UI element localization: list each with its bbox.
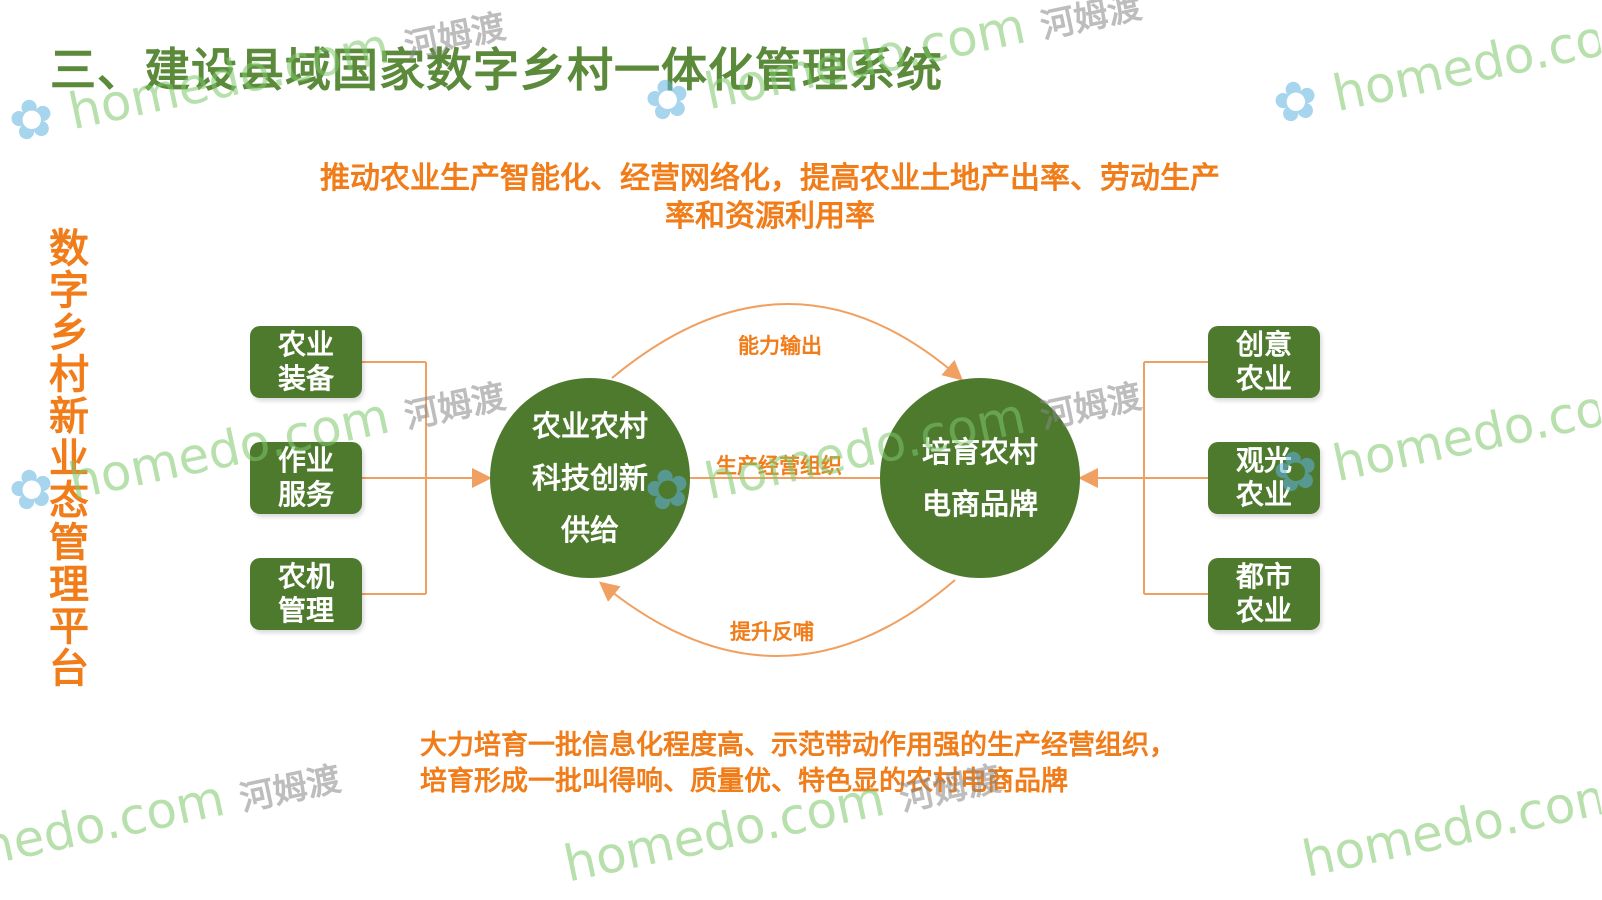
label-capability-output: 能力输出: [738, 334, 822, 358]
arc-top-arrow: [611, 303, 964, 381]
bottom-description: 大力培育一批信息化程度高、示范带动作用强的生产经营组织，培育形成一批叫得响、质量…: [420, 730, 1176, 797]
right-bracket-connector: [1078, 361, 1208, 595]
circle-ecommerce-brand: 培育农村 电商品牌: [880, 378, 1080, 578]
box-creative-agri: 创意农业: [1208, 326, 1320, 398]
box-operation-service: 作业服务: [250, 442, 362, 514]
left-bracket-connector: [362, 361, 492, 595]
box-urban-agri: 都市农业: [1208, 558, 1320, 630]
page-title: 三、建设县域国家数字乡村一体化管理系统: [50, 43, 943, 97]
box-machinery-management: 农机管理: [250, 558, 362, 630]
side-title: 数字乡村新业态管理平台: [49, 226, 89, 692]
arc-bottom-arrow: [598, 579, 956, 657]
label-feedback: 提升反哺: [730, 620, 814, 644]
box-agri-equipment: 农业装备: [250, 326, 362, 398]
top-description: 推动农业生产智能化、经营网络化，提高农业土地产出率、劳动生产率和资源利用率: [320, 161, 1220, 234]
label-production-org: 生产经营组织: [716, 454, 842, 478]
box-tourism-agri: 观光农业: [1208, 442, 1320, 514]
circle-tech-innovation: 农业农村 科技创新 供给: [490, 378, 690, 578]
